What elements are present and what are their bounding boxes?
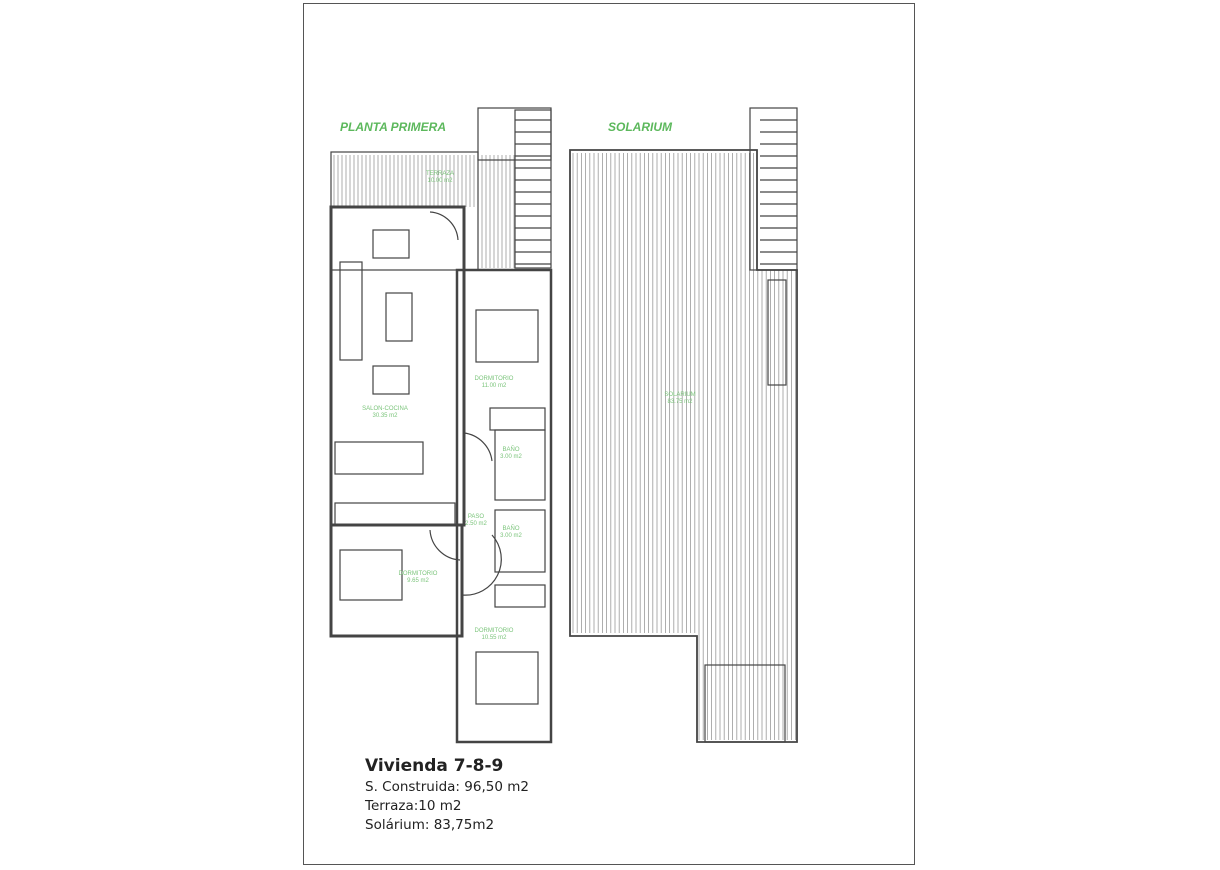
counter (334, 502, 456, 526)
room-area-label: 10.55 m2 (481, 635, 507, 641)
kitchen-island (334, 441, 424, 475)
unit-caption: Vivienda 7-8-9 S. Construida: 96,50 m2 T… (365, 756, 529, 835)
room-name-label: TERRAZA (426, 171, 454, 177)
room-name-label: SOLARIUM (664, 392, 695, 398)
door-swing (429, 529, 461, 561)
built-area: S. Construida: 96,50 m2 (365, 779, 529, 795)
room-name-label: PASO (468, 514, 485, 520)
room-area-label: 30.35 m2 (372, 413, 398, 419)
room-area-label: 10.00 m2 (427, 178, 453, 184)
room-name-label: SALON-COCINA (362, 406, 408, 412)
bathroom (494, 429, 546, 501)
right-wing-walls (455, 268, 553, 744)
room-name-label: BAÑO (502, 446, 519, 453)
parapet (767, 279, 787, 386)
bed (339, 549, 403, 601)
skylight (704, 664, 786, 743)
room-area-label: 9.65 m2 (407, 578, 429, 584)
wardrobe (489, 407, 546, 431)
stairs-left (514, 109, 552, 269)
armchair (372, 229, 410, 259)
room-area-label: 3.00 m2 (500, 454, 522, 460)
wardrobe (494, 584, 546, 608)
unit-title: Vivienda 7-8-9 (365, 756, 504, 776)
bedroom-walls (329, 523, 464, 638)
stair-steps (515, 119, 551, 265)
room-area-label: 3.00 m2 (500, 533, 522, 539)
coffee-table (385, 292, 413, 342)
solarium-outline (569, 149, 798, 743)
room-name-label: DORMITORIO (475, 628, 514, 634)
stair-steps (760, 119, 797, 265)
solarium-title: SOLARIUM (608, 120, 673, 134)
room-area-label: 2.50 m2 (465, 521, 487, 527)
terrace-area: Terraza:10 m2 (365, 798, 462, 814)
solarium-area: Solárium: 83,75m2 (365, 817, 495, 833)
armchair (372, 365, 410, 395)
deck-hatching (333, 153, 796, 740)
sofa (339, 261, 363, 361)
room-name-label: DORMITORIO (399, 571, 438, 577)
door-swing (461, 534, 502, 596)
drawing-sheet-frame (303, 3, 915, 865)
door-swing (429, 211, 459, 241)
bathroom (494, 509, 546, 573)
bed (475, 309, 539, 363)
first-floor-title: PLANTA PRIMERA (340, 120, 446, 134)
stair-box-right (749, 107, 798, 271)
door-swing (463, 432, 493, 462)
room-area-label: 11.00 m2 (482, 383, 507, 389)
bed (475, 651, 539, 705)
terrace-outline (330, 151, 479, 271)
room-name-label: DORMITORIO (475, 376, 514, 382)
room-area-label: 83.75 m2 (667, 399, 693, 405)
room-name-label: BAÑO (502, 525, 519, 532)
